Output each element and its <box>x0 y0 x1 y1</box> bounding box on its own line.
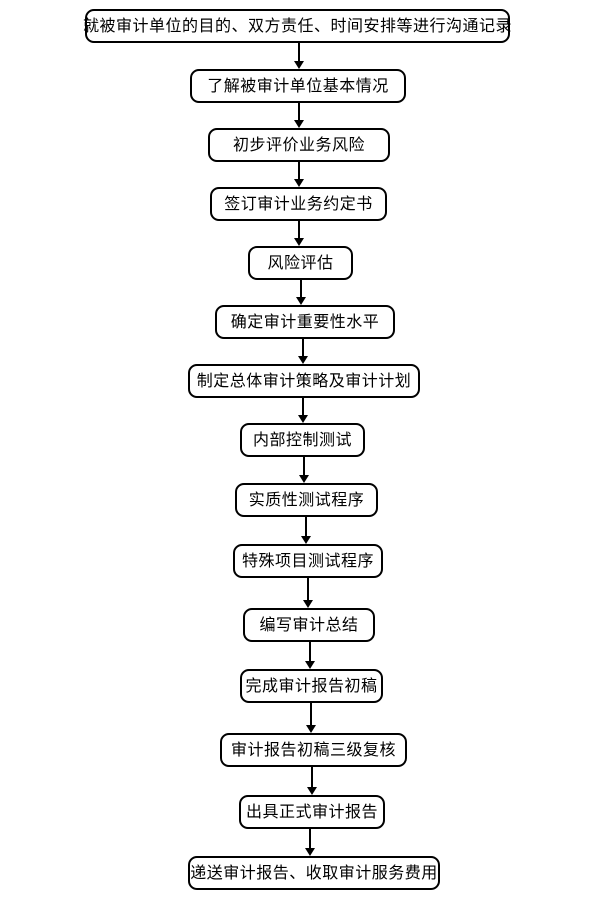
connector-line <box>302 338 304 356</box>
connector-line <box>298 43 300 61</box>
connector-line <box>310 702 312 725</box>
flow-step-deliver-report-collect-fee: 递送审计报告、收取审计服务费用 <box>188 856 440 890</box>
connector-line <box>309 828 311 848</box>
arrow-down-icon <box>294 179 304 187</box>
flow-step-communication-record: 就被审计单位的目的、双方责任、时间安排等进行沟通记录 <box>83 9 512 43</box>
connector-line <box>298 102 300 120</box>
flow-connector-9 <box>301 516 311 544</box>
connector-line <box>298 220 300 238</box>
flow-connector-7 <box>298 397 308 423</box>
flow-step-sign-engagement-letter: 签订审计业务约定书 <box>210 187 387 221</box>
flow-connector-3 <box>294 161 304 187</box>
flow-step-preliminary-risk-evaluation: 初步评价业务风险 <box>208 128 390 162</box>
flow-connector-13 <box>307 766 317 795</box>
arrow-down-icon <box>294 120 304 128</box>
arrow-down-icon <box>307 787 317 795</box>
flow-step-determine-materiality: 确定审计重要性水平 <box>215 305 395 339</box>
flow-step-issue-final-report: 出具正式审计报告 <box>239 795 385 829</box>
arrow-down-icon <box>301 536 311 544</box>
flow-connector-12 <box>306 702 316 733</box>
arrow-down-icon <box>305 848 315 856</box>
flow-connector-10 <box>303 577 313 608</box>
flow-connector-4 <box>294 220 304 246</box>
connector-line <box>307 577 309 600</box>
flow-step-risk-assessment: 风险评估 <box>248 246 353 280</box>
flow-step-audit-summary: 编写审计总结 <box>243 608 375 642</box>
arrow-down-icon <box>298 356 308 364</box>
connector-line <box>305 516 307 536</box>
flow-connector-6 <box>298 338 308 364</box>
arrow-down-icon <box>296 297 306 305</box>
connector-line <box>300 279 302 297</box>
flow-step-special-item-test: 特殊项目测试程序 <box>233 544 383 578</box>
flow-connector-5 <box>296 279 306 305</box>
arrow-down-icon <box>303 600 313 608</box>
flow-step-draft-audit-report: 完成审计报告初稿 <box>240 669 383 703</box>
arrow-down-icon <box>294 61 304 69</box>
arrow-down-icon <box>294 238 304 246</box>
flow-step-substantive-test: 实质性测试程序 <box>235 483 378 517</box>
connector-line <box>309 641 311 661</box>
arrow-down-icon <box>298 415 308 423</box>
arrow-down-icon <box>299 475 309 483</box>
flow-connector-2 <box>294 102 304 128</box>
flow-connector-8 <box>299 456 309 483</box>
connector-line <box>302 397 304 415</box>
arrow-down-icon <box>305 661 315 669</box>
flow-connector-1 <box>294 43 304 69</box>
flow-step-audit-strategy-and-plan: 制定总体审计策略及审计计划 <box>188 364 420 398</box>
flow-connector-11 <box>305 641 315 669</box>
flow-connector-14 <box>305 828 315 856</box>
flow-step-internal-control-test: 内部控制测试 <box>240 423 365 457</box>
arrow-down-icon <box>306 725 316 733</box>
connector-line <box>298 161 300 179</box>
flow-step-three-level-review: 审计报告初稿三级复核 <box>220 733 407 767</box>
flow-step-understand-client: 了解被审计单位基本情况 <box>190 69 406 103</box>
connector-line <box>303 456 305 475</box>
connector-line <box>311 766 313 787</box>
